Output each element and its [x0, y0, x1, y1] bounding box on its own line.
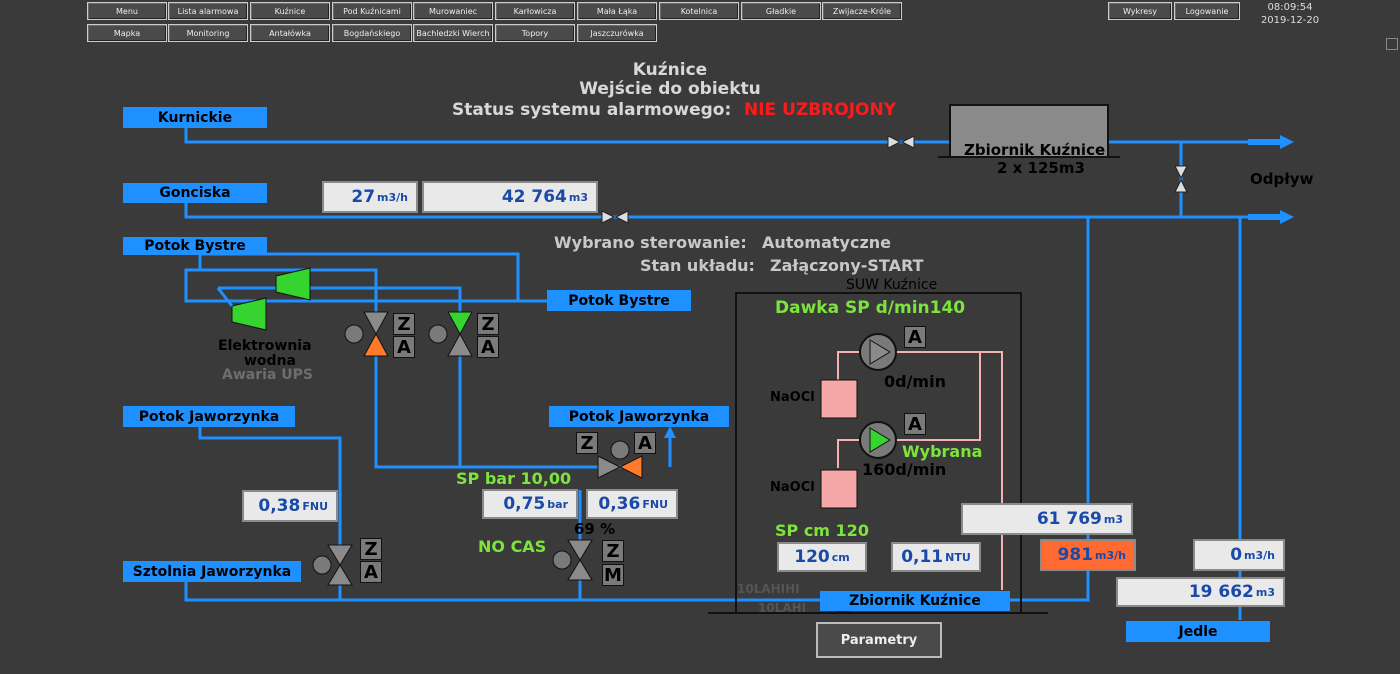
- alarm-status-value: NIE UZBROJONY: [744, 100, 897, 120]
- control-state-value: Załączony-START: [770, 256, 924, 275]
- parametry-button[interactable]: Parametry: [816, 622, 942, 658]
- suw-title: SUW Kuźnice: [846, 277, 938, 293]
- midvalve-z-button[interactable]: Z: [576, 432, 598, 454]
- nav-monitoring[interactable]: Monitoring: [168, 24, 248, 42]
- label-potok-bystre-right: Potok Bystre: [547, 290, 691, 311]
- nav-logowanie[interactable]: Logowanie: [1174, 2, 1240, 20]
- label-potok-bystre-left: Potok Bystre: [123, 237, 267, 255]
- nav-kuznice[interactable]: Kuźnice: [250, 2, 330, 20]
- nav-mala-laka[interactable]: Mała Łąka: [577, 2, 657, 20]
- tank-top-capacity: 2 x 125m3: [997, 159, 1085, 177]
- tank-top-name: Zbiornik Kuźnice: [964, 141, 1106, 159]
- elektrownia-label-1: Elektrownia: [218, 338, 312, 354]
- pump2-rate: 160d/min: [862, 460, 947, 479]
- nav-kotelnica[interactable]: Kotelnica: [659, 2, 739, 20]
- pump2-state: Wybrana: [902, 442, 983, 461]
- nav-mapka[interactable]: Mapka: [87, 24, 167, 42]
- valve1-z-button[interactable]: Z: [393, 313, 415, 335]
- odplyw-label: Odpływ: [1250, 170, 1314, 188]
- level-alarm-hihi: 10LAHIHI: [737, 582, 800, 596]
- ups-alarm-text: Awaria UPS: [222, 367, 313, 383]
- pump2-a-button[interactable]: A: [904, 413, 926, 435]
- nav-pod-kuznicami[interactable]: Pod Kuźnicami: [332, 2, 412, 20]
- nav-zwijacze-krole[interactable]: Zwijacze-Króle: [822, 2, 902, 20]
- pump1-rate: 0d/min: [884, 372, 946, 391]
- nav-wykresy[interactable]: Wykresy: [1108, 2, 1172, 20]
- nav-antalowka[interactable]: Antałówka: [250, 24, 330, 42]
- scroll-grip-icon[interactable]: [1386, 38, 1398, 50]
- sztolnia-valve-z-button[interactable]: Z: [360, 538, 382, 560]
- nav-topory[interactable]: Topory: [495, 24, 575, 42]
- valve-percent: 69 %: [574, 520, 616, 538]
- naocl-label-1: NaOCl: [770, 390, 815, 405]
- control-mode-label: Wybrano sterowanie:: [554, 233, 747, 252]
- nav-murowaniec[interactable]: Murowaniec: [413, 2, 493, 20]
- midvalve-a-button[interactable]: A: [634, 432, 656, 454]
- event-title: Wejście do obiektu: [579, 79, 761, 99]
- label-zbiornik-kuznice-bottom: Zbiornik Kuźnice: [820, 591, 1010, 611]
- nav-bachledzki-wierch[interactable]: Bachledzki Wierch: [413, 24, 493, 42]
- level-alarm-hi: 10LAHI: [758, 601, 807, 615]
- no-cas-text: NO CAS: [478, 537, 547, 556]
- nocas-valve-z-button[interactable]: Z: [602, 540, 624, 562]
- label-jedle: Jedle: [1126, 621, 1270, 642]
- label-gonciska: Gonciska: [123, 183, 267, 203]
- sp-bar: SP bar 10,00: [456, 469, 572, 488]
- elektrownia-label-2: wodna: [244, 353, 296, 369]
- nav-jaszczurowka[interactable]: Jaszczurówka: [577, 24, 657, 42]
- sztolnia-valve-a-button[interactable]: A: [360, 561, 382, 583]
- naocl-label-2: NaOCl: [770, 480, 815, 495]
- label-potok-jaworzynka-mid: Potok Jaworzynka: [549, 406, 729, 427]
- control-state-label: Stan układu:: [640, 256, 755, 275]
- pump1-a-button[interactable]: A: [904, 326, 926, 348]
- label-potok-jaworzynka-left: Potok Jaworzynka: [123, 406, 295, 427]
- control-mode-value: Automatyczne: [762, 233, 891, 252]
- nav-gladkie[interactable]: Gładkie: [741, 2, 821, 20]
- clock-time: 08:09:54: [1267, 2, 1313, 13]
- valve2-z-button[interactable]: Z: [477, 313, 499, 335]
- label-sztolnia-jaworzynka: Sztolnia Jaworzynka: [123, 561, 301, 582]
- valve1-a-button[interactable]: A: [393, 336, 415, 358]
- valve2-a-button[interactable]: A: [477, 336, 499, 358]
- suw-dose: Dawka SP d/min140: [775, 298, 966, 318]
- nav-menu[interactable]: Menu: [87, 2, 167, 20]
- sp-cm: SP cm 120: [775, 521, 869, 540]
- clock-date: 2019-12-20: [1260, 15, 1320, 26]
- alarm-status-label: Status systemu alarmowego:: [452, 100, 732, 120]
- nav-karlowicza[interactable]: Karłowicza: [495, 2, 575, 20]
- object-title: Kuźnice: [632, 60, 708, 80]
- nav-lista-alarmowa[interactable]: Lista alarmowa: [168, 2, 248, 20]
- nav-bogdanskiego[interactable]: Bogdańskiego: [332, 24, 412, 42]
- label-kurnickie: Kurnickie: [123, 107, 267, 128]
- nocas-valve-m-button[interactable]: M: [602, 564, 624, 586]
